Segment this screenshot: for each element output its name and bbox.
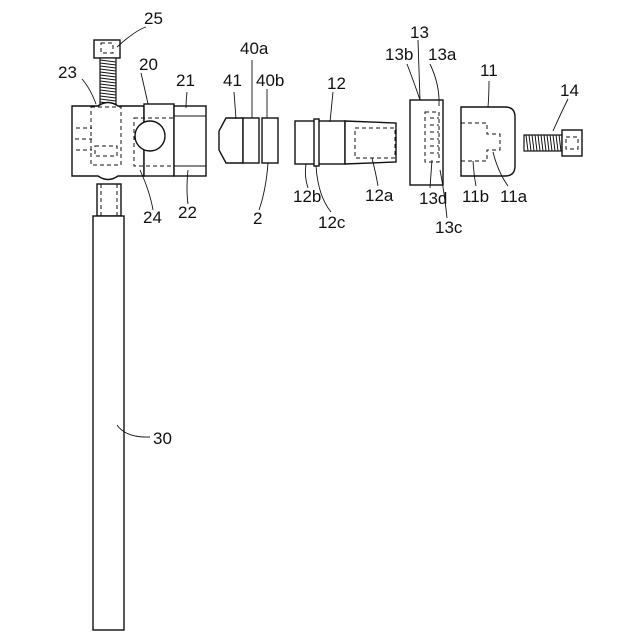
label-12: 12 <box>327 74 346 93</box>
label-2: 2 <box>253 209 262 228</box>
label-11a: 11a <box>500 187 528 206</box>
label-23: 23 <box>58 63 77 82</box>
label-40a: 40a <box>240 39 269 58</box>
label-40b: 40b <box>256 71 284 90</box>
shaft-30 <box>93 184 124 630</box>
label-12a: 12a <box>365 186 394 205</box>
label-30: 30 <box>153 429 172 448</box>
label-20: 20 <box>139 55 158 74</box>
label-21: 21 <box>176 71 195 90</box>
reference-labels: 25 23 20 21 24 22 40a 41 40b 2 12 12b 12… <box>58 9 579 448</box>
label-13: 13 <box>410 23 429 42</box>
label-13b: 13b <box>385 45 413 64</box>
element-2 <box>219 118 278 163</box>
bolt-25 <box>94 40 120 106</box>
label-13a: 13a <box>428 45 457 64</box>
block-21-22 <box>174 106 206 176</box>
label-11b: 11b <box>462 187 489 206</box>
cap-11 <box>461 107 515 176</box>
label-12b: 12b <box>293 187 321 206</box>
part-13 <box>410 100 443 185</box>
label-12c: 12c <box>318 213 346 232</box>
label-14: 14 <box>560 81 579 100</box>
holder-block-20 <box>72 103 144 180</box>
label-24: 24 <box>143 208 162 227</box>
bolt-14 <box>524 130 582 156</box>
label-41: 41 <box>223 71 242 90</box>
leader-lines <box>82 27 568 437</box>
label-25: 25 <box>144 9 163 28</box>
label-13c: 13c <box>435 218 463 237</box>
label-13d: 13d <box>419 189 447 208</box>
label-22: 22 <box>178 203 197 222</box>
label-11: 11 <box>480 61 498 80</box>
part-12 <box>295 119 396 166</box>
